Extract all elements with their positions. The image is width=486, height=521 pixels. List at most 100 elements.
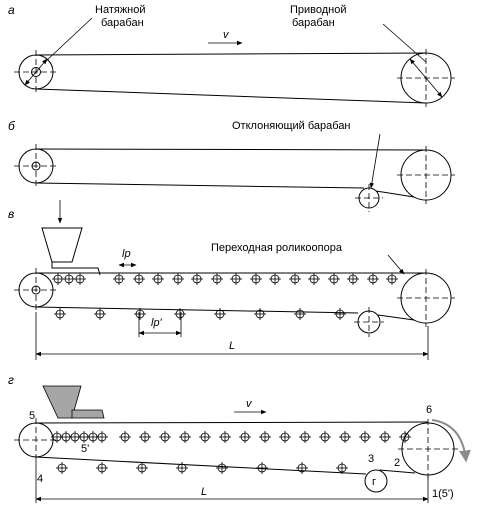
idler-roller (54, 308, 66, 320)
idler-roller (139, 431, 151, 443)
panel-g-letter: г (8, 373, 14, 387)
idler-roller (256, 462, 268, 474)
idler-roller (96, 462, 108, 474)
idler-roller (52, 273, 64, 285)
idler-roller (133, 273, 145, 285)
idler-roller (179, 431, 191, 443)
tail-drum-v (14, 268, 58, 312)
idler-roller (94, 308, 106, 320)
point-label-2: 2 (394, 457, 400, 469)
idler-roller (136, 462, 148, 474)
idler-roller (334, 308, 346, 320)
idler-roller (299, 431, 311, 443)
hopper-v (41, 227, 83, 263)
belt-bottom-g (35, 456, 367, 475)
drive-drum-leader (382, 23, 427, 63)
tension-drum-label-line1: Натяжной (95, 4, 146, 16)
deflecting-drum-mark-g: г (372, 476, 376, 488)
idler-roller (367, 273, 379, 285)
point-label-5prime: 5' (81, 443, 89, 455)
drive-drum-label-line2: барабан (292, 17, 335, 29)
return-pitch-label-v: lp' (151, 317, 163, 329)
idler-roller (216, 462, 228, 474)
point-label-5: 5 (29, 410, 35, 422)
idler-roller (174, 308, 186, 320)
idler-roller (119, 431, 131, 443)
hopper-chute-g (71, 409, 105, 419)
idler-roller (294, 308, 306, 320)
belt-wrap-b (375, 190, 415, 198)
idler-roller (308, 273, 320, 285)
skirt-v (51, 262, 101, 276)
drive-drum-a (397, 49, 455, 107)
belt-wrap-g (379, 469, 416, 474)
idler-roller (214, 308, 226, 320)
panel-b: б Отклоняющий барабан (8, 119, 455, 212)
idler-roller (191, 273, 203, 285)
idler-roller (74, 273, 86, 285)
idler-roller (319, 431, 331, 443)
drive-drum-v (397, 269, 455, 327)
belt-bottom-v (35, 306, 359, 314)
panel-v: в lp Переходная роликоопора lp' (8, 200, 455, 360)
idler-roller (399, 431, 411, 443)
idler-roller (56, 462, 68, 474)
idler-roller (279, 431, 291, 443)
point-label-4: 4 (37, 473, 43, 485)
idler-roller (379, 431, 391, 443)
panel-v-letter: в (8, 207, 14, 221)
length-label-v: L (229, 340, 235, 352)
idler-roller (259, 431, 271, 443)
belt-top-g (35, 421, 429, 424)
belt-bottom-a (35, 88, 427, 104)
length-label-g: L (201, 486, 207, 498)
drive-rotation-arrow-g (431, 419, 471, 463)
point-label-3: 3 (368, 453, 374, 465)
panel-b-letter: б (8, 119, 16, 133)
idler-roller (176, 462, 188, 474)
speed-label-a: v (223, 29, 230, 41)
idler-roller (269, 273, 281, 285)
return-idlers-g (56, 462, 348, 474)
deflecting-drum-label: Отклоняющий барабан (232, 120, 351, 132)
carrying-idlers-g (51, 431, 411, 443)
drive-drum-label-line1: Приводной (290, 4, 347, 16)
transition-idler-leader (387, 254, 405, 275)
deflecting-drum-b (355, 184, 383, 212)
deflecting-drum-v (354, 307, 384, 337)
point-label-6: 6 (426, 404, 432, 416)
tension-drum-label-line2: барабан (101, 17, 144, 29)
tail-drum-b (14, 144, 58, 188)
idler-roller (113, 273, 125, 285)
idler-roller (328, 273, 340, 285)
idler-roller (336, 462, 348, 474)
idler-roller (96, 431, 108, 443)
deflecting-drum-leader (369, 133, 381, 189)
deflecting-drum-g: г (364, 469, 388, 493)
idler-roller (159, 431, 171, 443)
idler-roller (63, 273, 75, 285)
idler-roller (134, 308, 146, 320)
belt-wrap-v (377, 314, 415, 321)
panel-a: а Натяжной барабан Приводной барабан v (8, 3, 455, 107)
panel-a-letter: а (8, 3, 15, 17)
pitch-label-v: lp (122, 248, 131, 260)
point-label-1-5prime: 1(5') (432, 488, 454, 500)
belt-top-a (35, 52, 427, 56)
belt-bottom-b (35, 182, 365, 189)
tail-drum-g (14, 418, 58, 462)
idler-roller (219, 431, 231, 443)
belt-top-b (35, 148, 427, 151)
idler-roller (254, 308, 266, 320)
return-idlers-v (54, 308, 346, 320)
idler-roller (250, 273, 262, 285)
idler-roller (172, 273, 184, 285)
drive-drum-g (398, 419, 458, 479)
idler-roller (289, 273, 301, 285)
idler-roller (339, 431, 351, 443)
idler-roller (230, 273, 242, 285)
idler-roller (359, 431, 371, 443)
speed-label-g: v (246, 398, 253, 410)
transition-idler-label: Переходная роликоопора (211, 242, 343, 254)
